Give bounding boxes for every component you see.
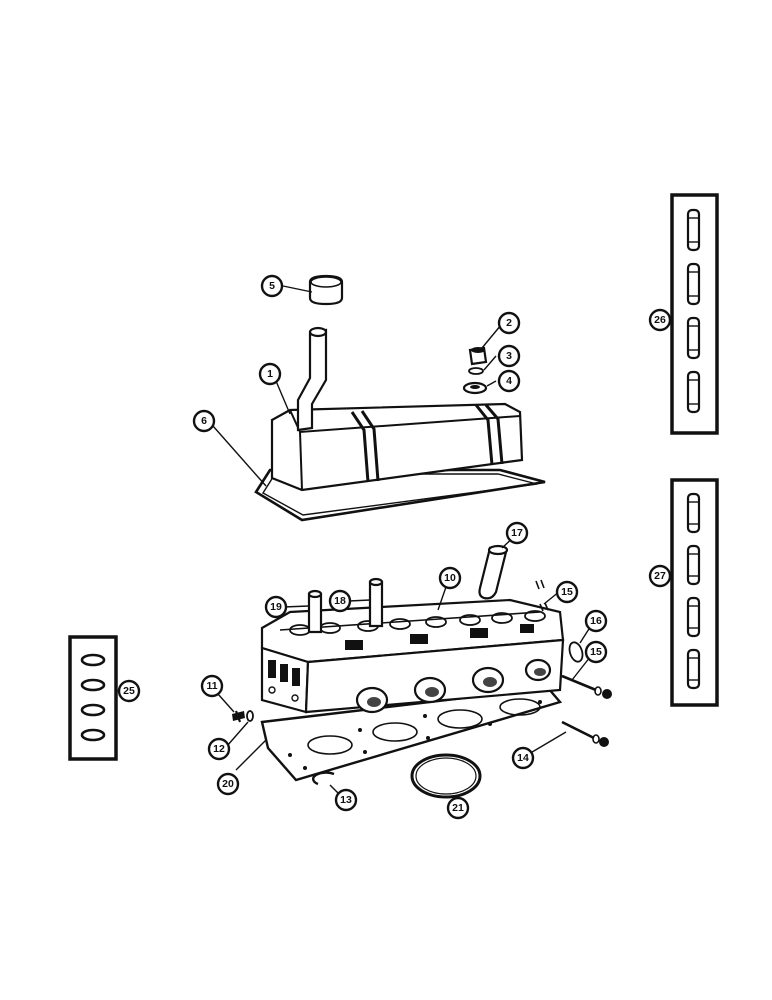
o-ring-16 xyxy=(568,641,584,663)
callout-15-top: 15 xyxy=(555,580,579,604)
svg-text:26: 26 xyxy=(654,314,666,326)
cover-grommet xyxy=(462,381,488,395)
snap-ring-13 xyxy=(312,771,335,786)
callout-18: 18 xyxy=(328,589,352,613)
svg-text:12: 12 xyxy=(213,743,225,755)
callout-1: 1 xyxy=(258,362,282,386)
cover-nut xyxy=(468,346,488,366)
callout-17: 17 xyxy=(505,521,529,545)
small-pins xyxy=(535,579,549,612)
svg-text:19: 19 xyxy=(270,601,282,613)
injector-sleeve xyxy=(478,544,509,600)
svg-text:2: 2 xyxy=(506,317,512,329)
callout-16: 16 xyxy=(584,609,608,633)
valve-cover xyxy=(270,326,524,492)
callout-4: 4 xyxy=(497,369,521,393)
plug-11 xyxy=(232,710,245,723)
svg-text:6: 6 xyxy=(201,415,207,427)
cylinder-head xyxy=(260,598,565,714)
callout-3: 3 xyxy=(497,344,521,368)
svg-text:17: 17 xyxy=(511,527,523,539)
washer-12 xyxy=(246,710,254,722)
svg-text:14: 14 xyxy=(517,752,529,764)
callout-21: 21 xyxy=(446,796,470,820)
callout-10: 10 xyxy=(438,566,462,590)
svg-text:15: 15 xyxy=(590,646,602,658)
callout-12: 12 xyxy=(207,737,231,761)
callout-25: 25 xyxy=(117,679,141,703)
guide-tube-19 xyxy=(307,589,323,634)
svg-text:16: 16 xyxy=(590,615,602,627)
kit-box-26 xyxy=(670,193,719,435)
callout-15-bottom: 15 xyxy=(584,640,608,664)
svg-text:25: 25 xyxy=(123,685,135,697)
kit-box-27 xyxy=(670,478,719,707)
svg-text:5: 5 xyxy=(269,280,275,292)
svg-text:11: 11 xyxy=(206,680,217,692)
svg-text:15: 15 xyxy=(561,586,573,598)
kit-box-25 xyxy=(68,635,118,761)
svg-text:10: 10 xyxy=(444,572,456,584)
stud-lower xyxy=(561,720,609,747)
breather-cap xyxy=(308,274,344,306)
svg-text:3: 3 xyxy=(506,350,512,362)
guide-tube-18 xyxy=(368,577,384,628)
cover-washer xyxy=(468,367,484,375)
svg-text:21: 21 xyxy=(452,802,464,814)
callout-27: 27 xyxy=(648,564,672,588)
svg-text:13: 13 xyxy=(340,794,352,806)
callout-11: 11 xyxy=(200,674,224,698)
svg-text:20: 20 xyxy=(222,778,234,790)
callout-19: 19 xyxy=(264,595,288,619)
leader-lines xyxy=(116,285,672,799)
callout-6: 6 xyxy=(192,409,216,433)
callout-20: 20 xyxy=(216,772,240,796)
svg-text:18: 18 xyxy=(334,595,346,607)
callout-2: 2 xyxy=(497,311,521,335)
callout-5: 5 xyxy=(260,274,284,298)
stud-upper xyxy=(561,674,612,699)
valve-cover-gasket xyxy=(254,468,546,522)
svg-text:4: 4 xyxy=(506,375,512,387)
svg-text:27: 27 xyxy=(654,570,666,582)
svg-text:1: 1 xyxy=(267,368,273,380)
callout-14: 14 xyxy=(511,746,535,770)
callout-26: 26 xyxy=(648,308,672,332)
seal-ring-21 xyxy=(410,753,482,799)
callout-13: 13 xyxy=(334,788,358,812)
